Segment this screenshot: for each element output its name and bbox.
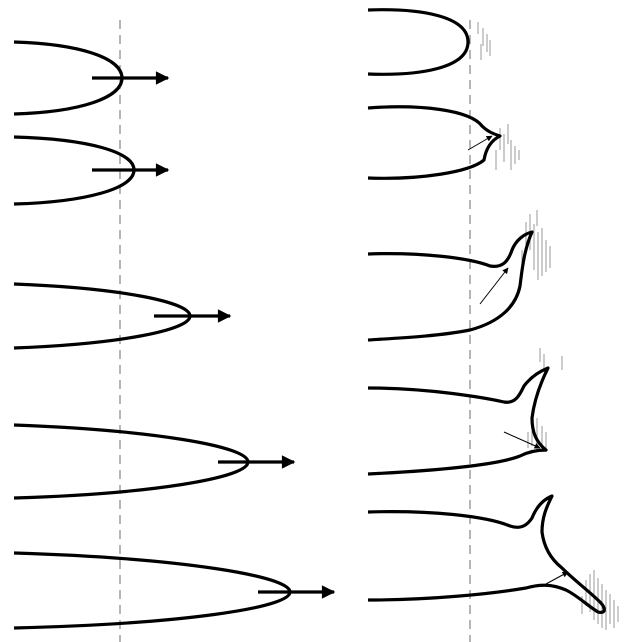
- right-stage-1-outline: [368, 10, 468, 75]
- direction-arrow-5: [546, 572, 568, 584]
- right-stage-3-outline: [368, 232, 532, 340]
- left-panel: [14, 42, 334, 628]
- right-direction-arrows: [468, 136, 568, 584]
- direction-arrow-3: [480, 268, 508, 304]
- left-stage-4: [14, 425, 294, 498]
- left-stage-3: [14, 284, 230, 348]
- right-stage-5-outline: [368, 496, 604, 612]
- right-stage-4-outline: [368, 368, 548, 474]
- damage-zone-speckles: [478, 22, 618, 630]
- right-panel: [368, 10, 618, 630]
- crack-tip-outline: [14, 553, 290, 628]
- left-stage-2: [14, 137, 168, 204]
- left-stage-5: [14, 553, 334, 628]
- left-stage-1: [14, 42, 168, 114]
- crack-tip-outline: [14, 425, 248, 498]
